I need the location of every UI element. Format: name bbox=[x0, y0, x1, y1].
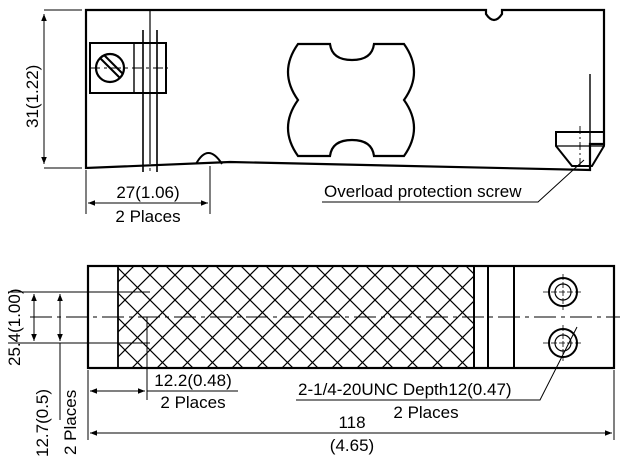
screw-leader bbox=[322, 159, 585, 203]
overload-screw-label: Overload protection screw bbox=[324, 182, 522, 201]
thread-leader bbox=[296, 326, 578, 401]
edge-dim-places: 2 Places bbox=[160, 393, 225, 412]
width-dim-places: 2 Places bbox=[115, 207, 180, 226]
length-in-label: (4.65) bbox=[330, 436, 374, 455]
half-dim-label: 12.7(0.5) bbox=[33, 389, 52, 457]
top-view: 31(1.22) 27(1.06) 2 Places Overload prot… bbox=[23, 8, 606, 226]
dog-bone-cutout bbox=[287, 42, 415, 158]
threaded-hole-icon bbox=[543, 274, 583, 310]
height-dim-label: 31(1.22) bbox=[23, 65, 42, 128]
half-dim-places: 2 Places bbox=[61, 390, 80, 455]
length-mm-label: 118 bbox=[338, 413, 365, 432]
thread-label: 2-1/4-20UNC Depth12(0.47) bbox=[298, 380, 512, 399]
edge-dim-label: 12.2(0.48) bbox=[154, 371, 232, 390]
top-body-outline bbox=[84, 8, 606, 172]
top-bottom-notch bbox=[195, 152, 223, 165]
hole-spacing-label: 25.4(1.00) bbox=[5, 289, 24, 367]
thread-places: 2 Places bbox=[393, 403, 458, 422]
bottom-view: 25.4(1.00) 12.7(0.5) 2 Places 12.2(0.48)… bbox=[5, 264, 620, 457]
width-dim-label: 27(1.06) bbox=[116, 183, 179, 202]
